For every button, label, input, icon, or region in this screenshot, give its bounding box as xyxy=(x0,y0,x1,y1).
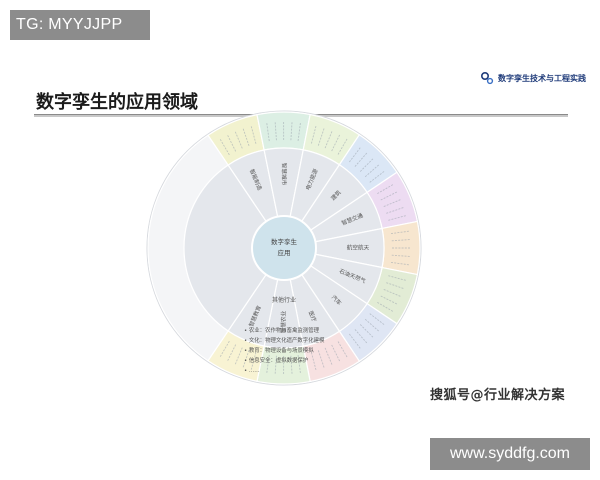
sector-label: 医疗 xyxy=(307,310,319,324)
sector-label: 智慧城市 xyxy=(280,163,288,186)
other-industry-item: • 文化：物理文化遗产数字化建模 xyxy=(244,336,325,344)
other-industry-item: • 信息安全：虚拟数据保护 xyxy=(244,356,308,364)
gear-icon xyxy=(480,71,494,85)
source-watermark: 搜狐号@行业解决方案 xyxy=(430,388,566,403)
brand-text: 数字孪生技术与工程实践 xyxy=(498,73,586,83)
center-hub xyxy=(251,215,317,281)
sector-outer-wedge xyxy=(256,111,311,151)
slide-title: 数字孪生的应用领域 xyxy=(36,92,198,113)
other-industry-item: • …… xyxy=(244,368,260,374)
other-industries-label: 其他行业 xyxy=(272,296,296,304)
center-label: 数字孪生 xyxy=(271,237,298,246)
channel-tag: TG: MYYJJPP xyxy=(10,10,150,40)
sector-label: 智慧农业 xyxy=(279,310,287,333)
brand-logo: 数字孪生技术与工程实践 xyxy=(480,70,586,86)
other-industry-item: • 农业：农作物与畜禽监测管理 xyxy=(244,326,320,334)
center-sublabel: 应用 xyxy=(278,248,291,257)
other-industry-item: • 教育：物理设备与场景模拟 xyxy=(244,346,314,354)
sector-label: 航空航天 xyxy=(347,244,370,252)
url-badge: www.syddfg.com xyxy=(430,438,590,470)
sector-outer-wedge xyxy=(381,220,421,276)
